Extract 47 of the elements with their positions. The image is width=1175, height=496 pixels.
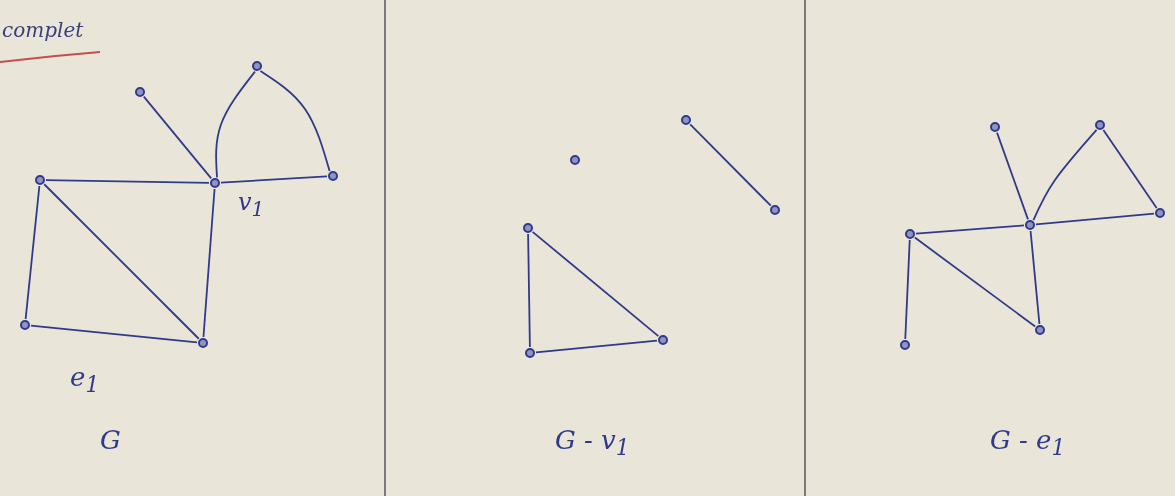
graph-edge	[1035, 212, 1155, 226]
graph-edge	[1032, 129, 1098, 221]
graph-caption: G	[100, 425, 121, 455]
vertex-dot	[905, 229, 915, 239]
vertex-dot	[523, 223, 533, 233]
graph-edge	[259, 70, 331, 172]
graph-edge	[915, 224, 1025, 235]
heading-text: complet	[2, 18, 84, 42]
vertex-dot	[770, 205, 780, 215]
graph-caption: G - v$_{1}$	[555, 425, 630, 461]
vertex-label: v$_{1}$	[238, 188, 265, 221]
graph-edge	[531, 230, 660, 338]
graph-edge	[689, 123, 772, 207]
vertex-dot	[658, 335, 668, 345]
graph-edge	[142, 95, 213, 180]
vertex-dot	[198, 338, 208, 348]
vertex-dot	[681, 115, 691, 125]
vertex-dot	[210, 178, 220, 188]
graph-edge	[220, 175, 328, 184]
vertex-dot	[1025, 220, 1035, 230]
graph-caption: G - e$_{1}$	[990, 425, 1066, 461]
vertex-dot	[328, 171, 338, 181]
graph-edge	[535, 339, 658, 354]
vertex-dot	[35, 175, 45, 185]
graph-edge	[202, 188, 216, 338]
graph-edge	[24, 185, 41, 320]
vertex-dot	[1095, 120, 1105, 130]
graph-edge	[45, 179, 210, 184]
graph-edge	[913, 236, 1037, 328]
vertex-dot	[570, 155, 580, 165]
graph-edge	[215, 70, 256, 179]
graph-edge	[43, 183, 200, 340]
graph-edge	[527, 233, 531, 348]
graph-edge	[996, 131, 1029, 221]
graph-edge	[1102, 129, 1158, 209]
vertex-dot	[252, 61, 262, 71]
graph-edge	[30, 324, 198, 344]
vertex-dot	[1155, 208, 1165, 218]
math-label: e$_{1}$	[70, 362, 100, 398]
vertex-dot	[1035, 325, 1045, 335]
graph-edge	[1029, 230, 1041, 325]
vertex-dot	[135, 87, 145, 97]
vertex-dot	[990, 122, 1000, 132]
vertex-dot	[20, 320, 30, 330]
vertex-dot	[525, 348, 535, 358]
graph-edge	[904, 239, 911, 340]
vertex-dot	[900, 340, 910, 350]
